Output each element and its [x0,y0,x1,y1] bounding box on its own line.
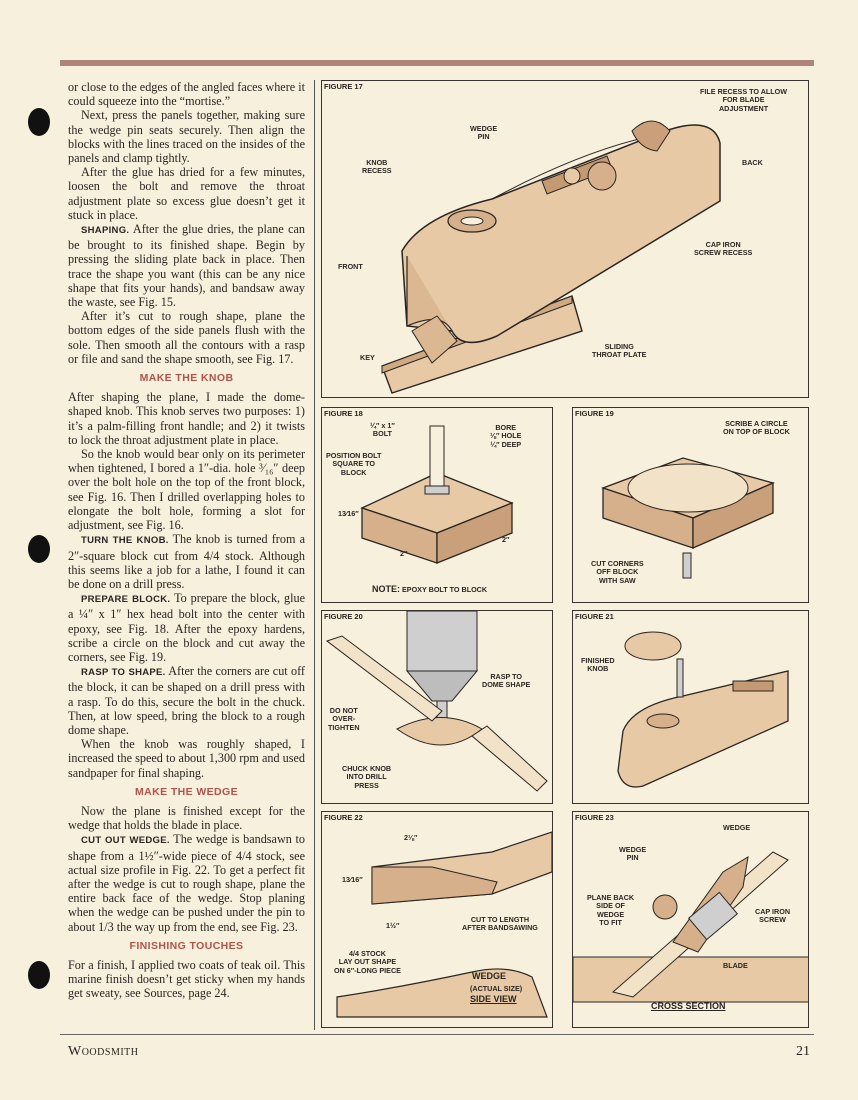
figure-title: FIGURE 18 [324,409,363,418]
dimension-thickness: 13⁄16″ [338,509,359,518]
paragraph: After it’s cut to rough shape, plane the… [68,309,305,366]
scribed-block-illustration [601,457,775,579]
paragraph: PREPARE BLOCK. To prepare the block, glu… [68,591,305,664]
section-heading: MAKE THE WEDGE [134,785,239,798]
figure-title: FIGURE 22 [324,813,363,822]
callout-chuck: CHUCK KNOB INTO DRILL PRESS [342,764,392,790]
run-in-heading: TURN THE KNOB. [81,535,169,547]
figure-title: FIGURE 21 [575,612,614,621]
paragraph: CUT OUT WEDGE. The wedge is bandsawn to … [68,832,305,934]
column-divider [314,80,315,1030]
figure-17: FIGURE 17 FILE RECESS TO ALLOW FOR BLADE… [321,80,809,398]
finished-knob-illustration [617,631,789,788]
paragraph: Next, press the panels together, making … [68,108,305,166]
side-view-label: SIDE VIEW [470,994,517,1004]
page-number: 21 [796,1044,810,1059]
hand-plane-illustration [381,120,721,394]
dimension-width: 1½″ [386,921,400,930]
callout-bolt: ¼″ x 1″ BOLT [370,421,395,439]
article-column: or close to the edges of the angled face… [68,80,305,1001]
callout-position: POSITION BOLT SQUARE TO BLOCK [326,451,382,477]
callout-wedge-pin: WEDGE PIN [619,845,647,863]
paragraph: After shaping the plane, I made the dome… [68,390,305,447]
callout-wedge-pin: WEDGE PIN [470,124,498,142]
callout-file-recess: FILE RECESS TO ALLOW FOR BLADE ADJUSTMEN… [700,87,788,113]
figure-21: FIGURE 21 FINISHED KNOB [572,610,809,804]
dimension-length: 2⅛″ [404,833,418,842]
figure-19: FIGURE 19 SCRIBE A CIRCLE ON TOP OF BLOC… [572,407,809,603]
figure-title: FIGURE 20 [324,612,363,621]
paragraph: RASP TO SHAPE. After the corners are cut… [68,664,305,737]
paragraph: SHAPING. After the glue dries, the plane… [68,222,305,310]
binder-hole [28,535,50,563]
footer-rule [60,1034,814,1035]
wedge-label: WEDGE [472,971,507,981]
paragraph: When the knob was roughly shaped, I incr… [68,737,305,780]
dimension-depth: 2″ [502,535,510,544]
callout-do-not: DO NOT OVER- TIGHTEN [328,706,360,732]
paragraph: TURN THE KNOB. The knob is turned from a… [68,532,305,591]
figure-note: NOTE: EPOXY BOLT TO BLOCK [372,584,488,594]
dimension-thickness: 13⁄16″ [342,875,363,884]
wedge-profile-illustration [336,831,552,1018]
run-in-heading: SHAPING. [81,225,130,237]
paragraph: or close to the edges of the angled face… [68,80,305,109]
figure-22: FIGURE 22 2⅛″ 13⁄16″ 1½″ CUT TO LENGTH A… [321,811,553,1028]
callout-bore: BORE ⅛″ HOLE ¼″ DEEP [490,423,522,449]
binder-hole [28,108,50,136]
callout-key: KEY [360,353,375,362]
drill-press-illustration [325,611,548,792]
figure-23: FIGURE 23 WEDGE WEDGE PIN PLANE BACK SID… [572,811,809,1028]
callout-finished-knob: FINISHED KNOB [581,656,615,674]
callout-cut-length: CUT TO LENGTH AFTER BANDSAWING [462,915,538,933]
callout-cap-iron: CAP IRON SCREW RECESS [694,240,753,258]
section-heading: FINISHING TOUCHES [129,939,244,952]
magazine-name: Woodsmith [68,1044,139,1059]
callout-sliding: SLIDING THROAT PLATE [592,342,647,360]
cross-section-illustration [573,851,808,1003]
figure-title: FIGURE 17 [324,82,363,91]
callout-front: FRONT [338,262,363,271]
figure-title: FIGURE 23 [575,813,614,822]
callout-stock: 4/4 STOCK LAY OUT SHAPE ON 6″-LONG PIECE [334,949,401,975]
callout-cut-corners: CUT CORNERS OFF BLOCK WITH SAW [591,559,644,585]
figure-20: FIGURE 20 RASP TO DOME SHAPE DO NOT OVER… [321,610,553,804]
callout-cap-iron-screw: CAP IRON SCREW [755,907,791,925]
binder-hole [28,961,50,989]
cross-section-label: CROSS SECTION [651,1001,726,1011]
callout-plane-back: PLANE BACK SIDE OF WEDGE TO FIT [587,893,635,928]
section-heading: MAKE THE KNOB [139,372,234,385]
dimension-width: 2″ [400,549,408,558]
run-in-heading: RASP TO SHAPE. [81,667,166,679]
paragraph: For a finish, I applied two coats of tea… [68,957,305,1001]
run-in-heading: CUT OUT WEDGE. [81,835,170,847]
run-in-heading: PREPARE BLOCK. [81,594,171,606]
paragraph: Now the plane is finished except for the… [68,803,305,833]
callout-scribe: SCRIBE A CIRCLE ON TOP OF BLOCK [723,419,790,437]
actual-size-label: (ACTUAL SIZE) [470,984,523,993]
paragraph: So the knob would bear only on its perim… [68,447,305,533]
figure-title: FIGURE 19 [575,409,614,418]
callout-blade: BLADE [723,961,748,970]
callout-knob-recess: KNOB RECESS [362,158,392,176]
callout-rasp: RASP TO DOME SHAPE [482,672,531,690]
header-rule [60,60,814,66]
callout-back: BACK [742,158,763,167]
paragraph: After the glue has dried for a few minut… [68,165,305,222]
bolt-block-illustration [360,425,514,564]
figure-18: FIGURE 18 ¼″ x 1″ BOLT BORE ⅛″ HOLE ¼″ D… [321,407,553,603]
callout-wedge: WEDGE [723,823,751,832]
